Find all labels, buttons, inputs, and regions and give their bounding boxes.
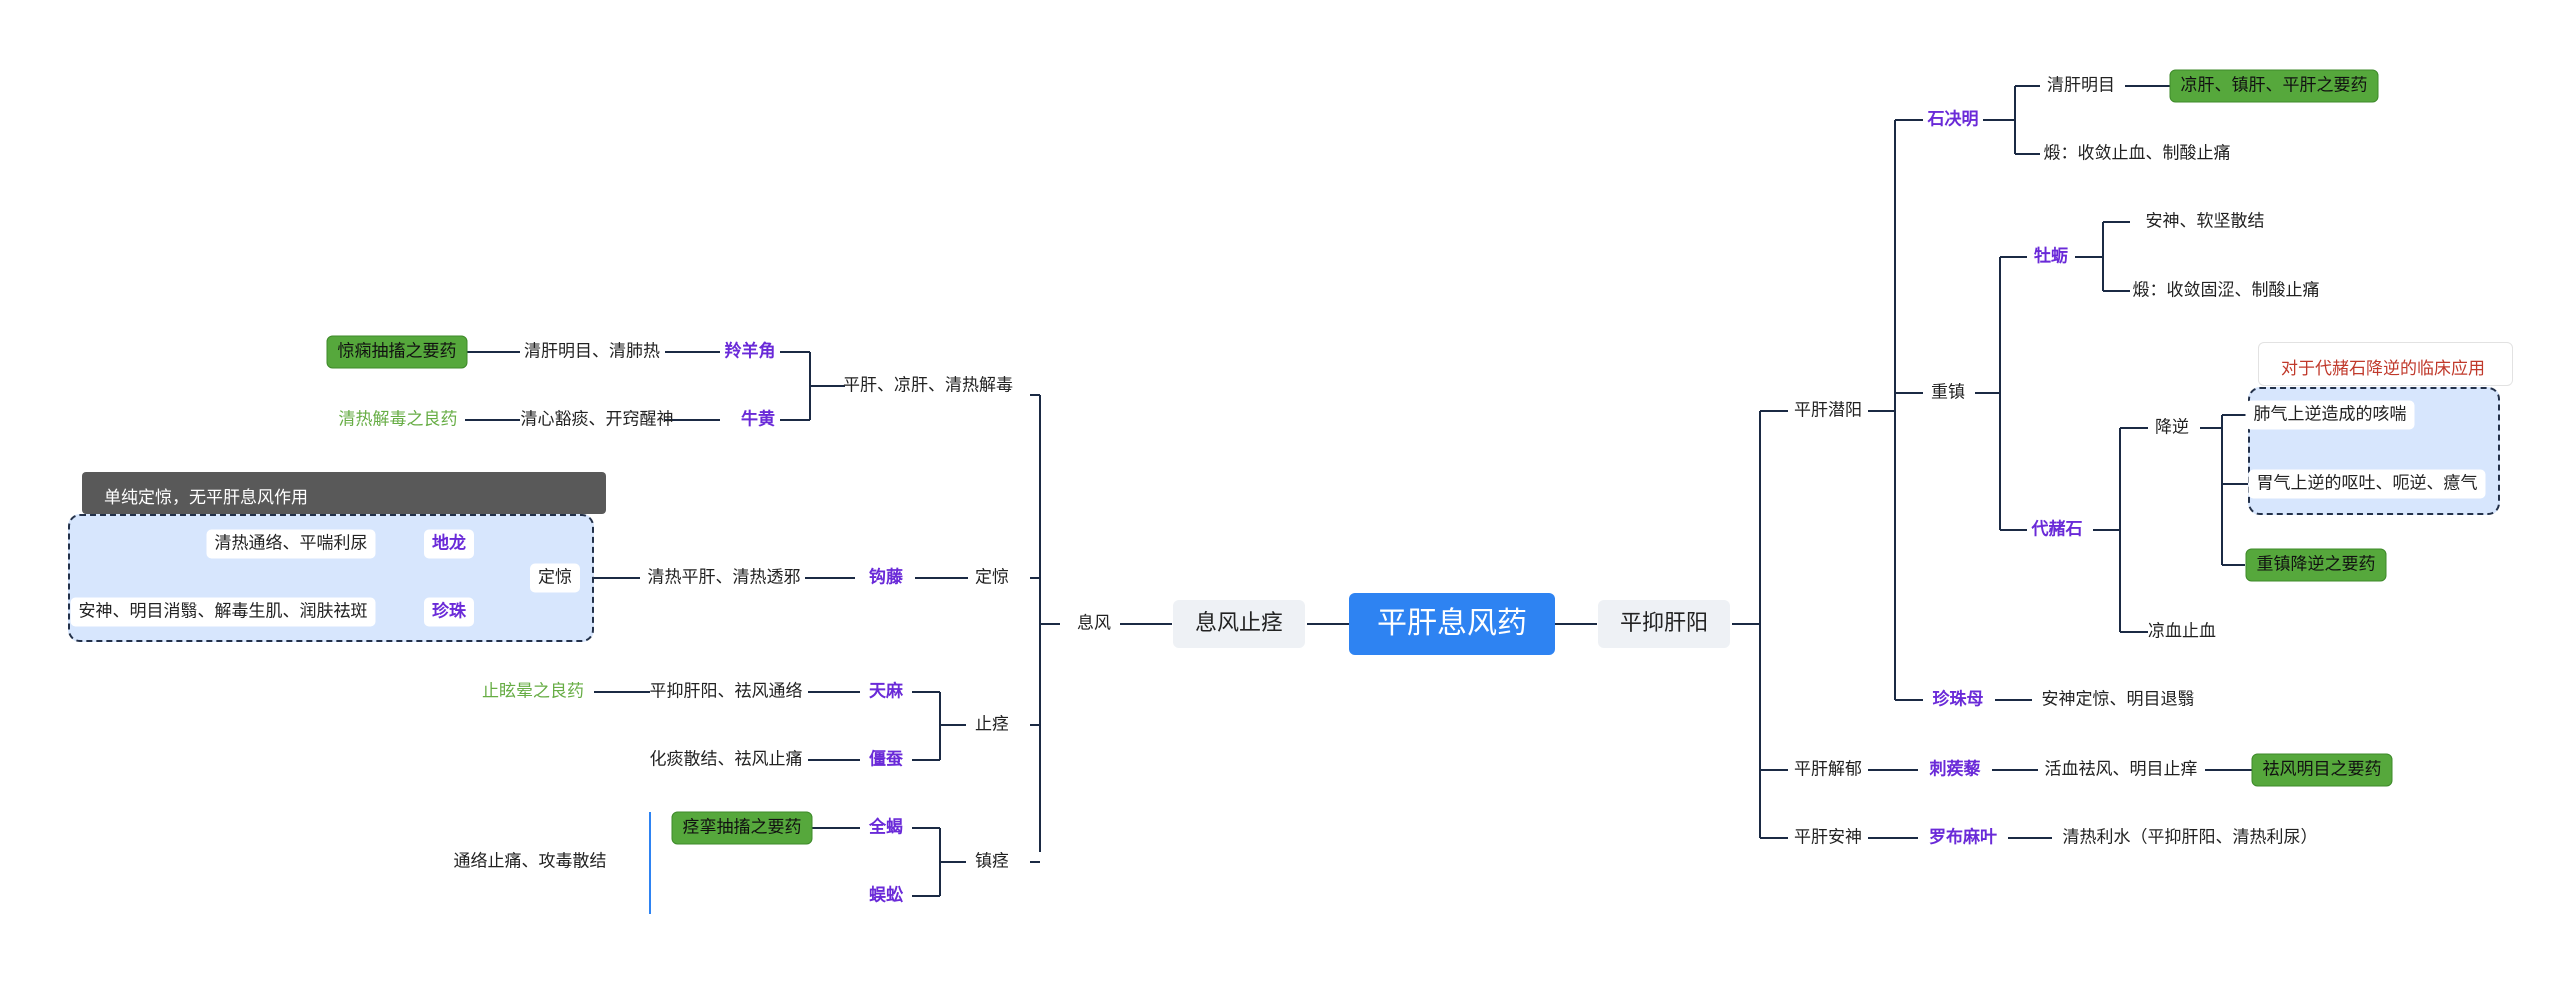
daizheshi-effect2[interactable]: 凉血止血	[2148, 621, 2216, 642]
shijueming-effect2[interactable]: 煅：收敛止血、制酸止痛	[2043, 143, 2231, 164]
zhenzhu-effect[interactable]: 安神、明目消翳、解毒生肌、润肤祛斑	[70, 597, 376, 627]
jili-note[interactable]: 祛风明目之要药	[2251, 753, 2393, 787]
shijueming-note[interactable]: 凉肝、镇肝、平肝之要药	[2169, 69, 2379, 103]
herb-jiangcan[interactable]: 僵蚕	[869, 749, 903, 770]
herb-quanxie[interactable]: 全蝎	[869, 817, 903, 838]
group3-label[interactable]: 止痉	[975, 714, 1009, 735]
herb-jili[interactable]: 刺蒺藜	[1929, 759, 1981, 780]
node-zhongzhen[interactable]: 重镇	[1931, 382, 1965, 403]
dingjing-callout: 单纯定惊，无平肝息风作用	[82, 472, 606, 514]
niuhuang-effect[interactable]: 清心豁痰、开窍醒神	[520, 409, 674, 430]
jiangni-sub2[interactable]: 胃气上逆的呕吐、呃逆、癔气	[2248, 469, 2486, 499]
root-topic[interactable]: 平肝息风药	[1349, 593, 1555, 655]
herb-niuhuang[interactable]: 牛黄	[741, 409, 775, 430]
herb-shijueming[interactable]: 石决明	[1927, 109, 1979, 130]
daizheshi-note[interactable]: 重镇降逆之要药	[2245, 548, 2387, 582]
herb-tianma[interactable]: 天麻	[869, 681, 903, 702]
herb-luobuma[interactable]: 罗布麻叶	[1929, 827, 1997, 848]
main-topic-xifengzhijing[interactable]: 息风止痉	[1172, 600, 1306, 648]
quanxie-wugong-shared[interactable]: 通络止痛、攻毒散结	[453, 851, 607, 872]
herb-zhenzhumu[interactable]: 珍珠母	[1932, 689, 1984, 710]
daizheshi-callout: 对于代赭石降逆的临床应用	[2258, 342, 2513, 386]
herb-lingyangjiao[interactable]: 羚羊角	[724, 341, 776, 362]
herb-gouteng[interactable]: 钩藤	[869, 567, 903, 588]
niuhuang-note[interactable]: 清热解毒之良药	[338, 409, 458, 430]
lingyangjiao-note[interactable]: 惊痫抽搐之要药	[326, 335, 468, 369]
lingyangjiao-effect[interactable]: 清肝明目、清肺热	[524, 341, 660, 362]
herb-dilong[interactable]: 地龙	[424, 529, 474, 559]
zhenzhumu-effect[interactable]: 安神定惊、明目退翳	[2041, 689, 2195, 710]
dilong-effect[interactable]: 清热通络、平喘利尿	[206, 529, 376, 559]
herb-daizheshi[interactable]: 代赭石	[2031, 519, 2083, 540]
group1-label[interactable]: 平肝、凉肝、清热解毒	[843, 375, 1013, 396]
shijueming-effect1[interactable]: 清肝明目	[2047, 75, 2115, 96]
quanxie-note[interactable]: 痉挛抽搐之要药	[671, 811, 813, 845]
luobuma-effect[interactable]: 清热利水（平抑肝阳、清热利尿）	[2062, 827, 2318, 848]
group4-label[interactable]: 镇痉	[975, 851, 1009, 872]
group2-label[interactable]: 定惊	[975, 567, 1009, 588]
jiangcan-effect[interactable]: 化痰散结、祛风止痛	[649, 749, 803, 770]
jiangni-sub1[interactable]: 肺气上逆造成的咳喘	[2245, 400, 2415, 430]
herb-muli[interactable]: 牡蛎	[2034, 246, 2068, 267]
jili-effect[interactable]: 活血祛风、明目止痒	[2044, 759, 2198, 780]
node-pinggan-qianyang[interactable]: 平肝潜阳	[1794, 400, 1862, 421]
tianma-note[interactable]: 止眩晕之良药	[482, 681, 584, 702]
muli-effect2[interactable]: 煅：收敛固涩、制酸止痛	[2132, 280, 2320, 301]
herb-wugong[interactable]: 蜈蚣	[869, 885, 903, 906]
muli-effect1[interactable]: 安神、软坚散结	[2145, 211, 2265, 232]
dingjing-node[interactable]: 定惊	[530, 563, 580, 593]
node-jiangni[interactable]: 降逆	[2155, 417, 2189, 438]
node-pinggan-anshen[interactable]: 平肝安神	[1794, 827, 1862, 848]
node-xifeng[interactable]: 息风	[1077, 613, 1111, 634]
gouteng-effect[interactable]: 清热平肝、清热透邪	[647, 567, 801, 588]
node-pinggan-jieyu[interactable]: 平肝解郁	[1794, 759, 1862, 780]
tianma-effect[interactable]: 平抑肝阳、祛风通络	[649, 681, 803, 702]
main-topic-pingyiganyang[interactable]: 平抑肝阳	[1597, 600, 1731, 648]
herb-zhenzhu[interactable]: 珍珠	[424, 597, 474, 627]
